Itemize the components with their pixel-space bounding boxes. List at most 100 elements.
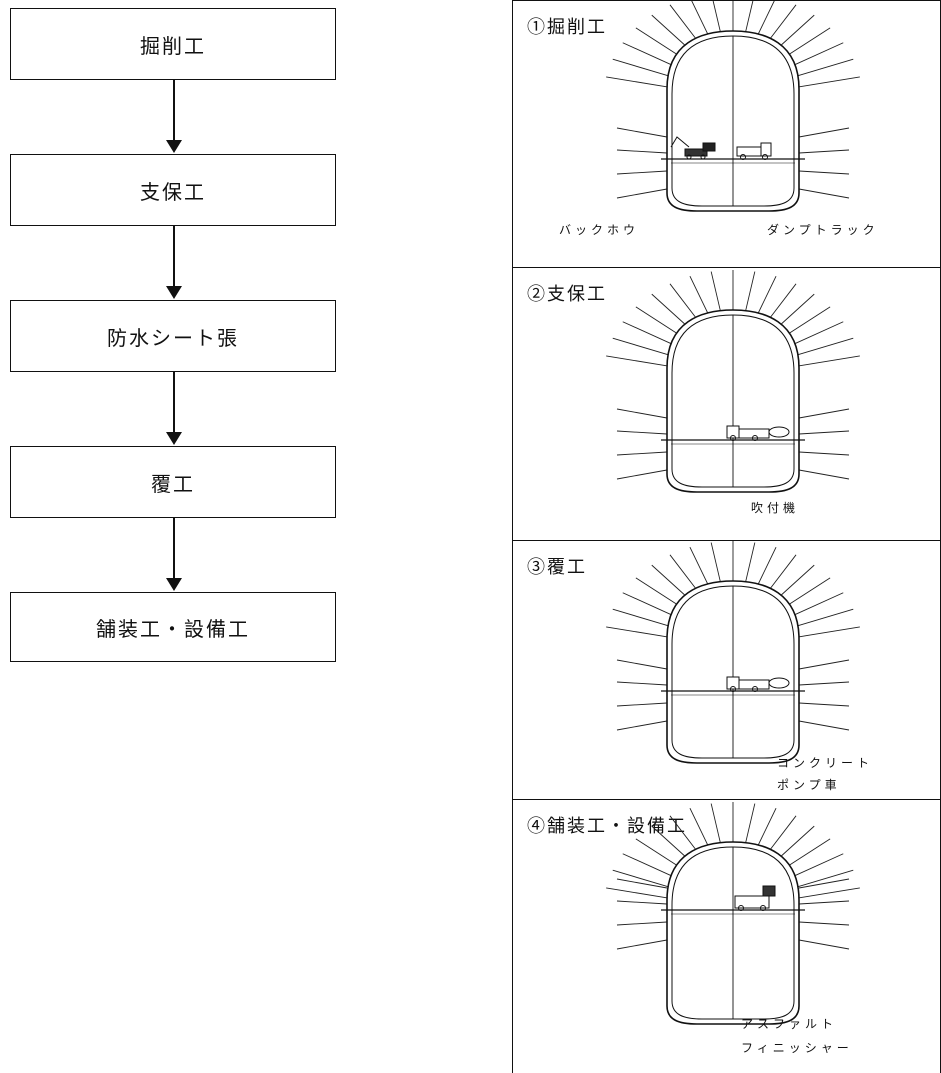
rockbolt-line (612, 58, 671, 77)
flow-step-label: 支保工 (140, 179, 206, 204)
rockbolt-line (790, 42, 844, 67)
tunnel-cross-section (606, 270, 860, 493)
rockbolt-line (743, 542, 756, 588)
tunnel-cross-section (606, 541, 860, 764)
rockbolt-line (798, 659, 850, 670)
rockbolt-line (616, 659, 668, 670)
rockbolt-line (635, 27, 683, 59)
excavator-icon (670, 136, 716, 160)
rockbolt-line (651, 564, 691, 601)
rockbolt-line (775, 293, 815, 330)
equipment-label-concrete: コンクリート (777, 756, 874, 770)
asphalt-finisher-icon (734, 885, 776, 911)
rockbolt-line (798, 188, 850, 199)
flow-step-label: 覆工 (151, 471, 195, 496)
panel-title: ③覆工 (527, 557, 587, 578)
rockbolt-line (743, 803, 756, 849)
flow-arrow (173, 80, 175, 140)
rockbolt-line (669, 4, 701, 45)
flow-step-label: 防水シート張 (107, 325, 239, 350)
rockbolt-line (612, 608, 671, 627)
flow-arrow-head (166, 578, 182, 591)
rockbolt-line (798, 900, 850, 905)
panel-title: ②支保工 (527, 284, 607, 305)
equipment-label-pump-truck: ポンプ車 (777, 778, 841, 792)
tunnel-cross-section (606, 1, 860, 212)
flow-step-label: 舗装工・設備工 (96, 616, 250, 641)
rockbolt-line (651, 14, 691, 51)
equipment-label-finisher: フィニッシャー (741, 1041, 853, 1055)
rockbolt-line (606, 626, 667, 638)
rockbolt-line (669, 554, 701, 595)
rockbolt-line (606, 76, 667, 88)
flow-step-lining: 覆工 (10, 446, 336, 518)
rockbolt-line (669, 815, 701, 856)
rockbolt-line (622, 853, 676, 878)
rockbolt-line (799, 76, 860, 88)
rockbolt-line (795, 608, 854, 627)
rockbolt-line (798, 681, 850, 686)
rockbolt-line (755, 276, 777, 319)
rockbolt-line (798, 469, 850, 480)
rockbolt-line (795, 869, 854, 888)
rockbolt-line (669, 283, 701, 324)
rockbolt-line (616, 921, 668, 926)
rockbolt-line (798, 127, 850, 138)
tunnel-drawing (606, 541, 860, 764)
tunnel-drawing (606, 802, 860, 1025)
rockbolt-line (765, 283, 797, 324)
panel-paving: ④舗装工・設備工 アスファルト フィニッシャー (513, 800, 940, 1073)
rockbolt-line (616, 149, 668, 154)
rockbolt-line (783, 27, 831, 59)
tunnel-drawing (606, 270, 860, 493)
rockbolt-line (691, 1, 711, 40)
rockbolt-line (616, 939, 668, 950)
rockbolt-line (635, 577, 683, 609)
rockbolt-line (765, 4, 797, 45)
rockbolt-line (755, 808, 777, 851)
dump-truck-icon (736, 142, 772, 160)
rockbolt-line (651, 293, 691, 330)
equipment-label-dump-truck: ダンプトラック (767, 223, 879, 237)
flow-step-paving-equipment: 舗装工・設備工 (10, 592, 336, 662)
rockbolt-line (755, 1, 775, 40)
panel-lining: ③覆工 コンクリート ポンプ車 (513, 541, 940, 800)
rockbolt-line (710, 271, 723, 317)
rockbolt-line (712, 1, 723, 38)
equipment-label-asphalt: アスファルト (741, 1017, 838, 1031)
rockbolt-line (616, 720, 668, 731)
rockbolt-line (616, 188, 668, 199)
rockbolt-line (616, 900, 668, 905)
rockbolt-line (775, 825, 815, 862)
rockbolt-line (612, 337, 671, 356)
rockbolt-line (635, 306, 683, 338)
panel-excavation: ①掘削工 バックホウ ダンプトラック (513, 0, 940, 268)
rockbolt-line (799, 626, 860, 638)
rockbolt-line (635, 838, 683, 870)
rockbolt-line (795, 58, 854, 77)
rockbolt-line (798, 170, 850, 175)
flow-arrow (173, 518, 175, 578)
rockbolt-line (689, 808, 711, 851)
rockbolt-line (616, 702, 668, 707)
rockbolt-line (775, 14, 815, 51)
flow-step-waterproof-sheet: 防水シート張 (10, 300, 336, 372)
rockbolt-line (755, 547, 777, 590)
rockbolt-line (765, 815, 797, 856)
rockbolt-line (798, 149, 850, 154)
flow-arrow (173, 226, 175, 286)
rockbolt-line (798, 878, 850, 889)
rockbolt-line (798, 430, 850, 435)
flow-arrow-head (166, 140, 182, 153)
rockbolt-line (799, 887, 860, 899)
rockbolt-line (616, 170, 668, 175)
rockbolt-line (798, 939, 850, 950)
rockbolt-line (651, 825, 691, 862)
flow-step-support: 支保工 (10, 154, 336, 226)
rockbolt-line (622, 592, 676, 617)
rockbolt-line (606, 887, 667, 899)
panel-support: ②支保工 吹付機 (513, 268, 940, 541)
flow-step-label: 掘削工 (140, 33, 206, 58)
rockbolt-line (616, 127, 668, 138)
rockbolt-line (689, 547, 711, 590)
